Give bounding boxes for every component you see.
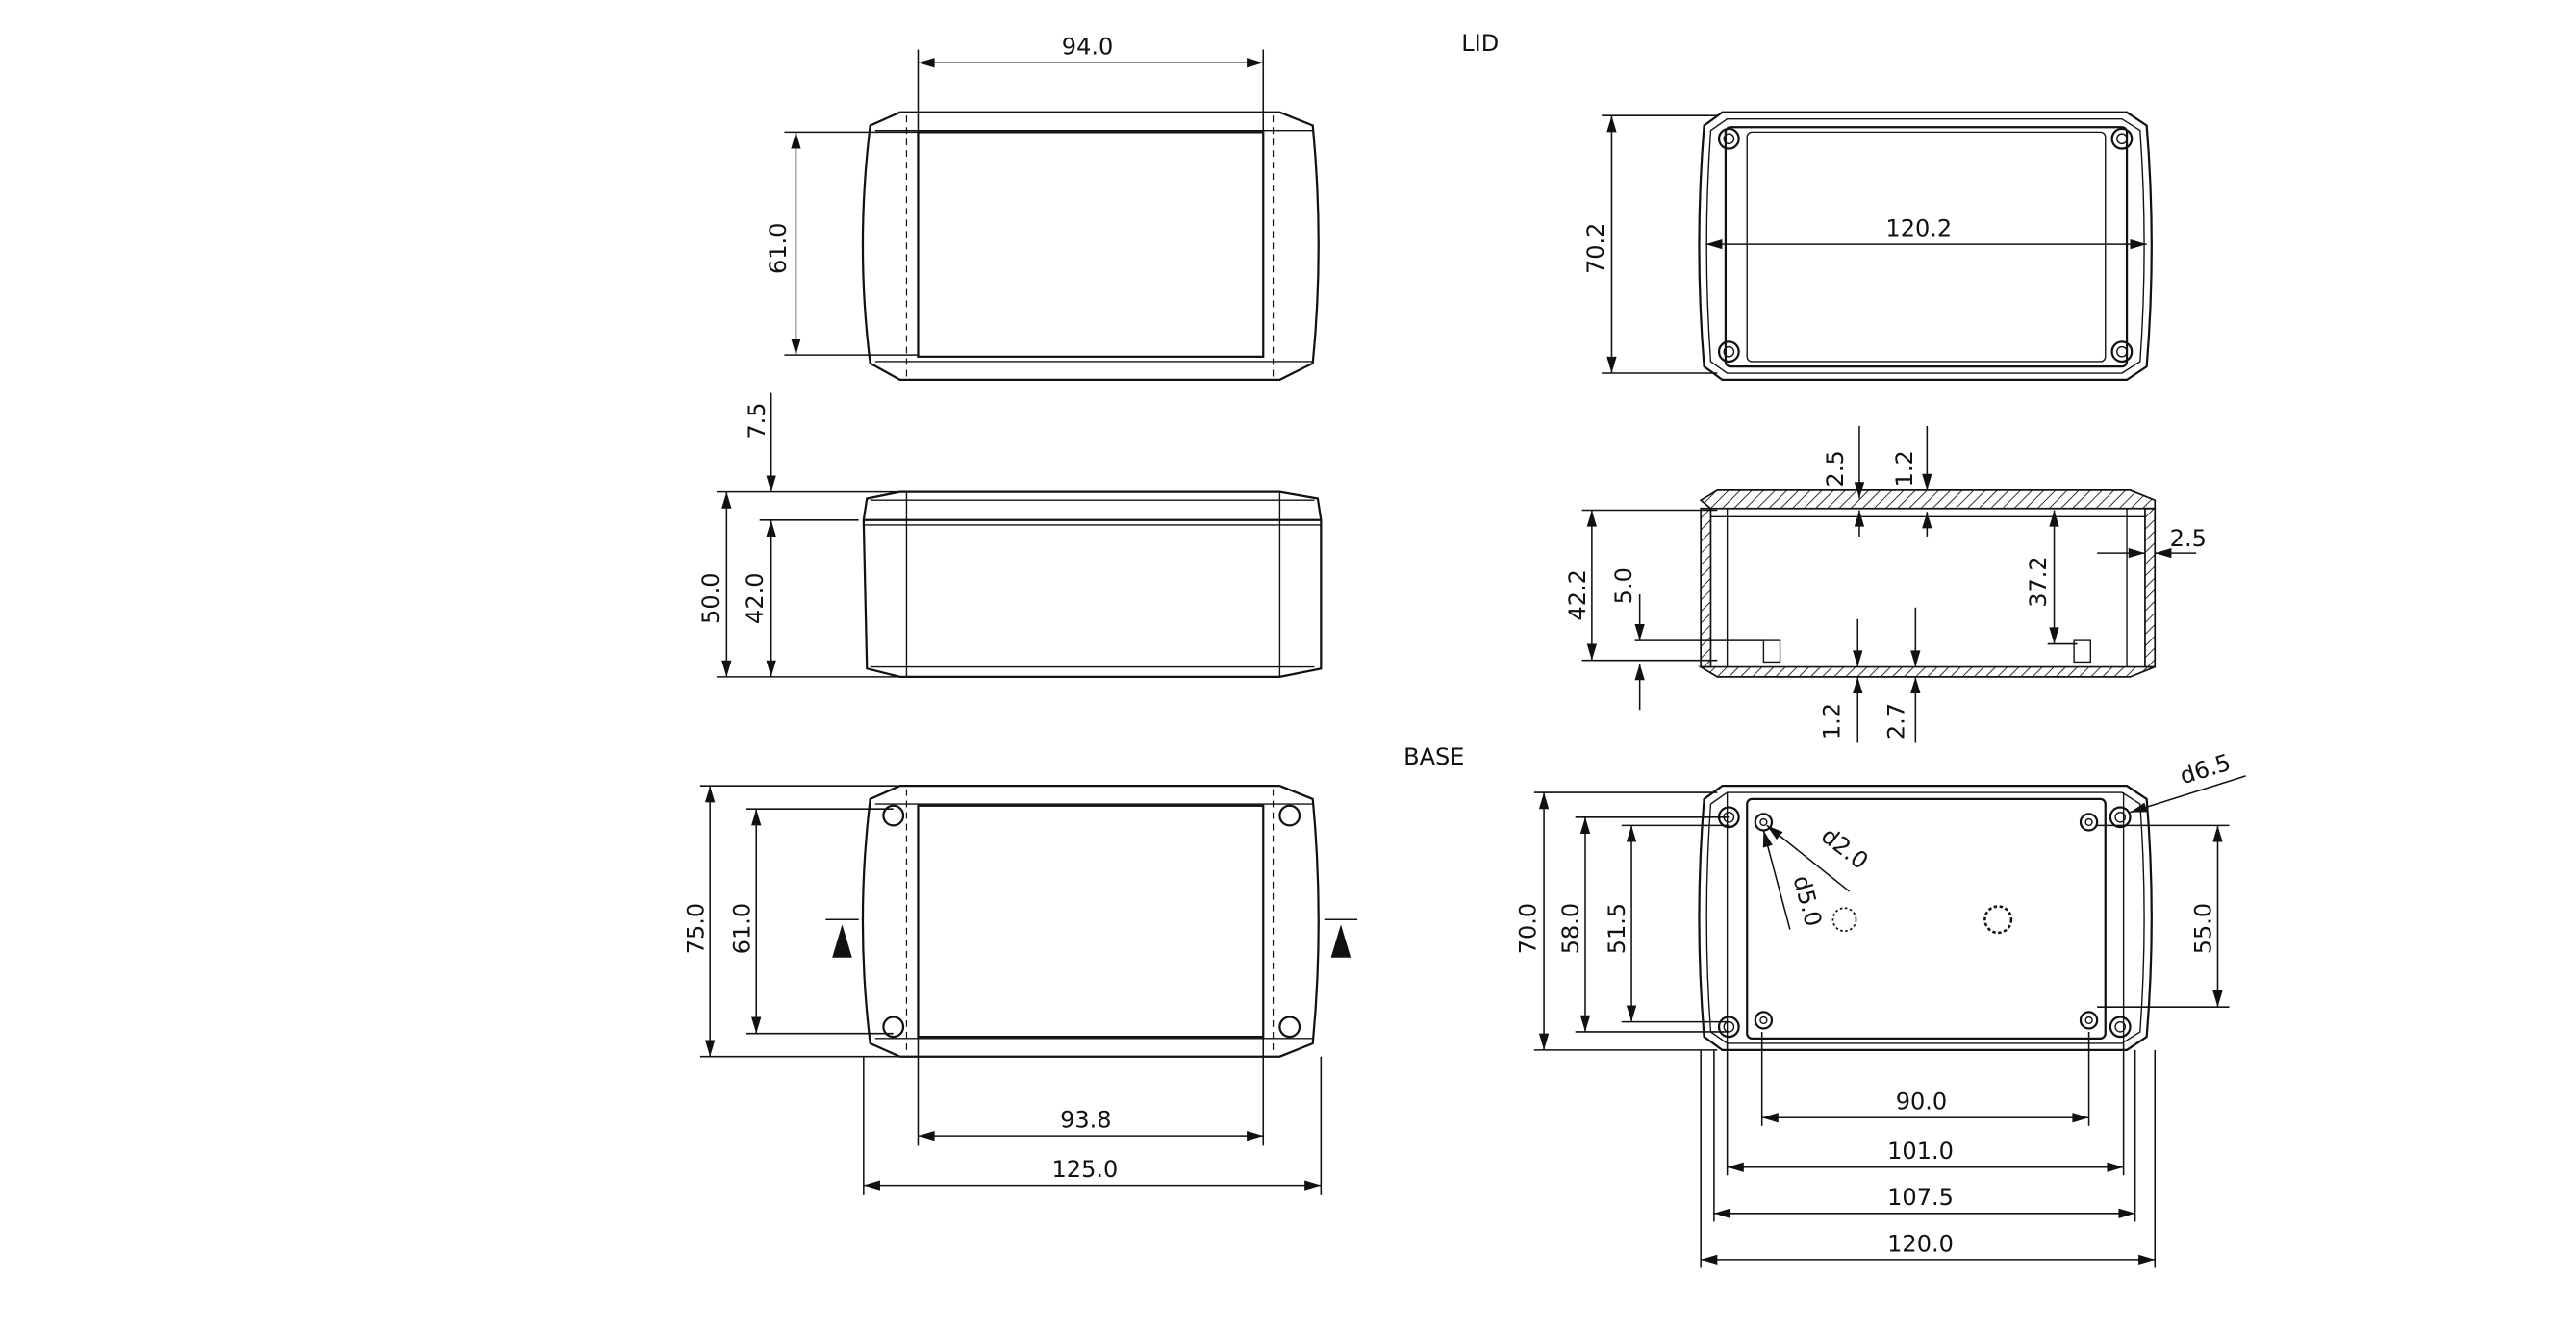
date-stamp-icon: [1983, 905, 2013, 935]
base-top-view: d2.0 d5.0 d6.5 70.0 58.0 51.5 55.0 90.0 …: [1515, 749, 2246, 1268]
section-marker-left-icon: [832, 924, 852, 958]
dim-boss-diameter: d5.0: [1788, 873, 1828, 930]
dim-v3: 55.0: [2190, 903, 2217, 954]
dim-total-width: 125.0: [1052, 1156, 1119, 1183]
dim-inner-height: 42.2: [1564, 569, 1591, 620]
dim-lid-width: 94.0: [1062, 34, 1113, 61]
dim-base-wall-bottom: 2.7: [1882, 703, 1909, 740]
dim-cavity-height: 37.2: [2025, 556, 2052, 607]
dim-lid-wall-top: 2.5: [1822, 450, 1849, 487]
dim-side-wall: 2.5: [2170, 525, 2207, 552]
dim-lid-thickness: 1.2: [1891, 450, 1918, 487]
dim-lid-inner-width: 120.2: [1885, 215, 1952, 242]
dim-base-top-height: 70.0: [1515, 903, 1542, 954]
dim-v2: 51.5: [1604, 903, 1630, 954]
dim-w2: 101.0: [1887, 1138, 1954, 1165]
screw-bosses: [1717, 127, 2134, 364]
dim-inner-width: 93.8: [1060, 1107, 1111, 1134]
dim-v1: 58.0: [1557, 903, 1584, 954]
dim-lid-height: 61.0: [765, 223, 792, 274]
dim-lid-height-side: 7.5: [744, 402, 770, 439]
dim-w3: 107.5: [1887, 1184, 1954, 1211]
dim-hole-diameter: d2.0: [1816, 822, 1873, 875]
lid-inner-view: 120.2 70.2: [1582, 111, 2153, 381]
dim-w4: 120.0: [1887, 1230, 1954, 1257]
base-label: BASE: [1403, 743, 1464, 770]
section-view: 2.5 1.2 42.2 5.0 37.2 2.5 1.2 2.7: [1564, 425, 2207, 743]
dim-w1: 90.0: [1896, 1089, 1947, 1116]
dim-base-thickness: 1.2: [1818, 703, 1845, 740]
lid-label: LID: [1461, 30, 1499, 57]
dim-total-height: 50.0: [697, 572, 724, 623]
lid-top-view: 94.0 61.0: [765, 34, 1320, 381]
dim-standoff: 5.0: [1610, 567, 1637, 604]
recycling-mark-icon: [1831, 907, 1857, 933]
section-marker-right-icon: [1330, 924, 1351, 958]
dim-hole-spacing-v: 61.0: [728, 903, 755, 954]
side-view: 7.5 50.0 42.0: [697, 392, 1323, 678]
dim-base-height-total: 75.0: [682, 903, 709, 954]
base-bottom-view: 75.0 61.0 93.8 125.0: [682, 785, 1358, 1195]
dim-corner-diameter: d6.5: [2177, 749, 2234, 790]
dim-base-height: 42.0: [742, 572, 769, 623]
dim-lid-inner-height: 70.2: [1582, 223, 1609, 274]
